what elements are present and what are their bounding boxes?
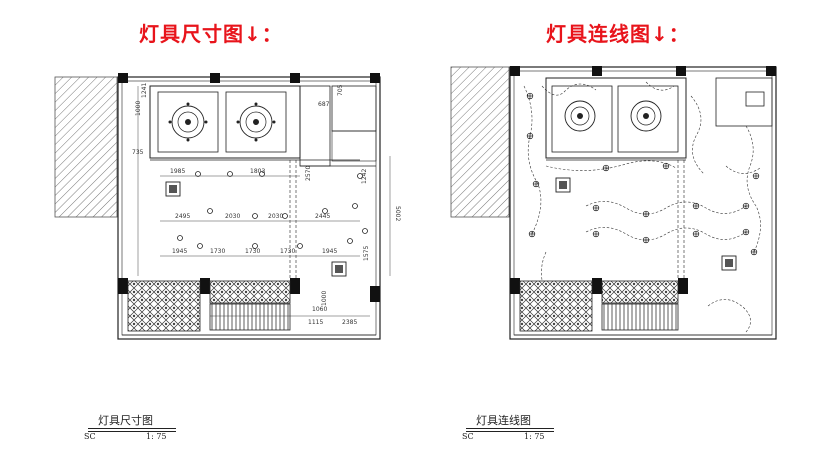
dim-label: 1000 xyxy=(321,291,328,306)
dim-label: 1730 xyxy=(245,248,260,255)
drawing-title: 灯具连线图 xyxy=(476,414,531,427)
exterior-wall-hatch xyxy=(450,66,510,218)
ceiling-medallion-right xyxy=(630,100,662,132)
drawing-code: SC xyxy=(84,432,96,441)
column xyxy=(676,66,686,76)
drawing-code: SC xyxy=(462,432,474,441)
column xyxy=(510,66,520,76)
dim-label: 1241 xyxy=(141,83,148,98)
outer-wall xyxy=(117,76,381,340)
drawing-scale: 1: 75 xyxy=(524,432,545,441)
dim-label: 1985 xyxy=(170,168,185,175)
column xyxy=(118,73,128,83)
dim-label: 1000 xyxy=(135,101,142,116)
dim-label: 2030 xyxy=(268,213,283,220)
dim-label: 1575 xyxy=(363,246,370,261)
ceiling-medallion-right xyxy=(236,102,276,142)
dim-label: 2570 xyxy=(305,166,312,181)
decor-panel xyxy=(519,280,593,332)
column xyxy=(370,73,380,83)
dim-label: 1730 xyxy=(210,248,225,255)
column xyxy=(290,278,300,294)
decor-rail xyxy=(601,303,679,331)
ceiling-medallion-left xyxy=(564,100,596,132)
column xyxy=(592,66,602,76)
dim-label: 1115 xyxy=(308,319,323,326)
outer-wall xyxy=(509,66,777,340)
lighting-dimension-plan: 1985 1803 2495 2030 2030 2445 1945 1730 … xyxy=(50,56,420,348)
decor-panel xyxy=(601,280,679,304)
column xyxy=(210,73,220,83)
exterior-wall-hatch xyxy=(54,76,118,218)
drawing-title: 灯具尺寸图 xyxy=(98,414,153,427)
column xyxy=(592,278,602,294)
dim-label: 687 xyxy=(318,101,330,108)
dim-label: 2030 xyxy=(225,213,240,220)
decor-rail xyxy=(209,303,291,331)
lighting-wiring-plan xyxy=(446,56,816,348)
ceiling-medallion-left xyxy=(168,102,208,142)
column xyxy=(200,278,210,294)
light-fixtures xyxy=(526,92,760,256)
dim-label: 1060 xyxy=(312,306,327,313)
wiring-circuits xyxy=(523,81,761,333)
downlights xyxy=(177,171,368,249)
dim-label: 1730 xyxy=(280,248,295,255)
column xyxy=(118,278,128,294)
dim-label: 1945 xyxy=(172,248,187,255)
heading-lighting-wiring-plan: 灯具连线图↓： xyxy=(546,22,690,46)
dim-label: 735 xyxy=(132,149,144,156)
dim-label: 705 xyxy=(337,84,344,96)
dim-label: 1242 xyxy=(361,169,368,184)
decor-panel xyxy=(209,280,291,304)
dim-label: 1945 xyxy=(322,248,337,255)
title-block-right: 灯具连线图 SC 1: 75 xyxy=(462,412,586,442)
dimension-plan-drawing: 1985 1803 2495 2030 2030 2445 1945 1730 … xyxy=(54,73,401,340)
column xyxy=(290,73,300,83)
column xyxy=(766,66,776,76)
column xyxy=(678,278,688,294)
heading-lighting-dimension-plan: 灯具尺寸图↓： xyxy=(139,22,283,46)
decor-panel xyxy=(127,280,201,332)
dim-label: 2495 xyxy=(175,213,190,220)
title-block-left: 灯具尺寸图 SC 1: 75 xyxy=(84,412,208,442)
dim-label: 1803 xyxy=(250,168,265,175)
dim-label: 5002 xyxy=(394,206,401,221)
drawing-scale: 1: 75 xyxy=(146,432,167,441)
column xyxy=(370,286,380,302)
dim-label: 2445 xyxy=(315,213,330,220)
wiring-plan-drawing xyxy=(450,66,777,340)
column xyxy=(510,278,520,294)
dim-label: 2385 xyxy=(342,319,357,326)
